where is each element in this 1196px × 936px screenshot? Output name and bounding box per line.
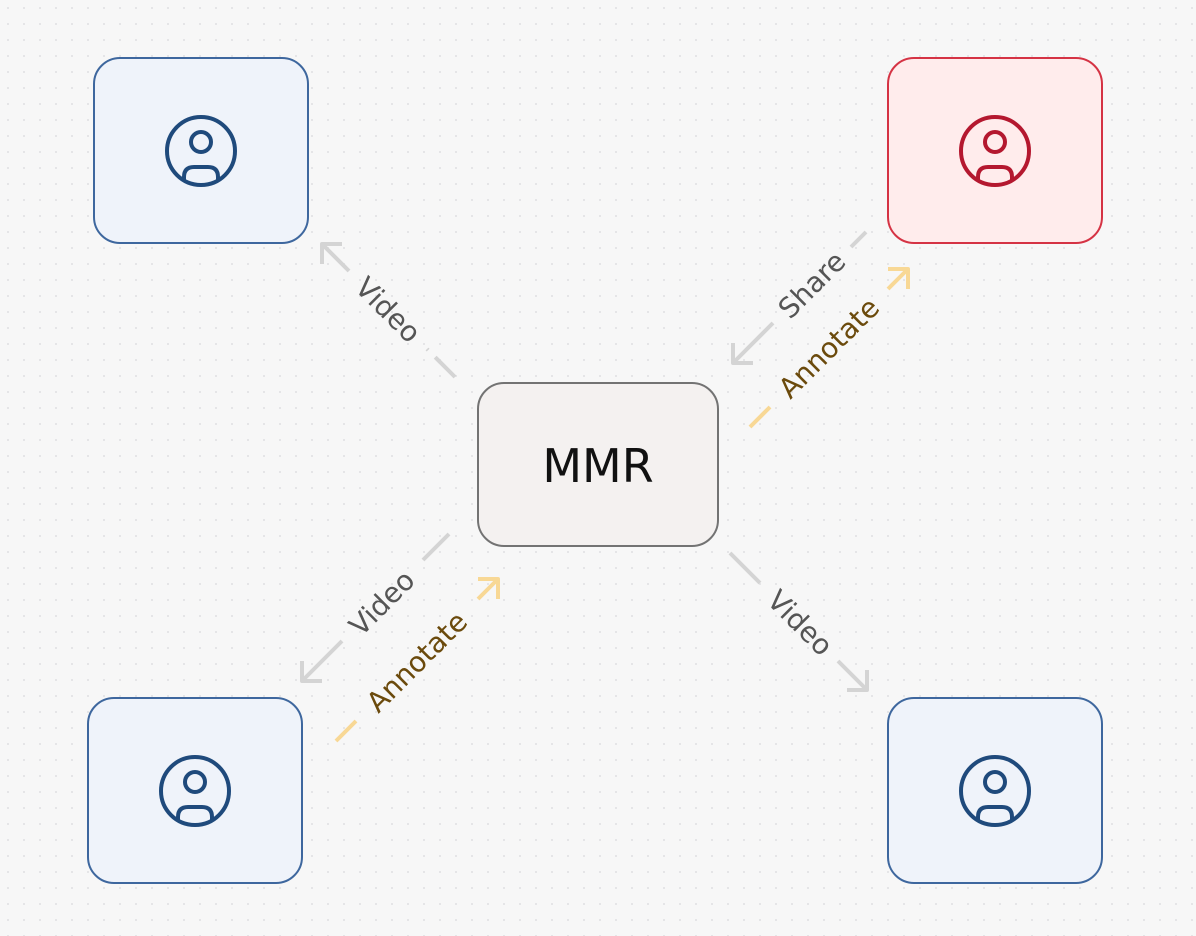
edge-bottom-right-video: Video: [728, 551, 869, 692]
hub-label: MMR: [542, 439, 653, 493]
participant-node-top-left[interactable]: [93, 57, 309, 244]
arrowhead-icon: [300, 661, 322, 683]
edge-label-video: Video: [349, 271, 428, 350]
video-connector: [425, 347, 457, 379]
edge-label-video: Video: [761, 584, 840, 663]
edge-top-left-video: Video: [320, 242, 457, 379]
video-connector: [300, 639, 344, 683]
video-connector: [836, 659, 869, 692]
participant-node-bottom-right[interactable]: [887, 697, 1103, 884]
share-connector: [731, 321, 775, 365]
annotate-connector: [334, 719, 358, 743]
annotate-connector: [748, 405, 772, 429]
video-connector: [728, 551, 762, 585]
annotate-connector: [886, 267, 910, 291]
share-connector: [849, 230, 868, 249]
presenter-node-top-right[interactable]: [887, 57, 1103, 244]
video-connector: [421, 532, 451, 562]
annotate-connector: [476, 577, 500, 601]
arrowhead-icon: [320, 242, 342, 264]
arrowhead-icon: [888, 267, 910, 289]
edge-label-video: Video: [343, 564, 422, 643]
edge-top-right-annotate: Annotate: [748, 267, 910, 429]
arrowhead-icon: [731, 343, 753, 365]
participant-node-bottom-left[interactable]: [87, 697, 303, 884]
video-connector: [320, 242, 351, 273]
arrowhead-icon: [478, 577, 500, 599]
mmr-hub-node[interactable]: MMR: [477, 382, 719, 547]
arrowhead-icon: [847, 670, 869, 692]
